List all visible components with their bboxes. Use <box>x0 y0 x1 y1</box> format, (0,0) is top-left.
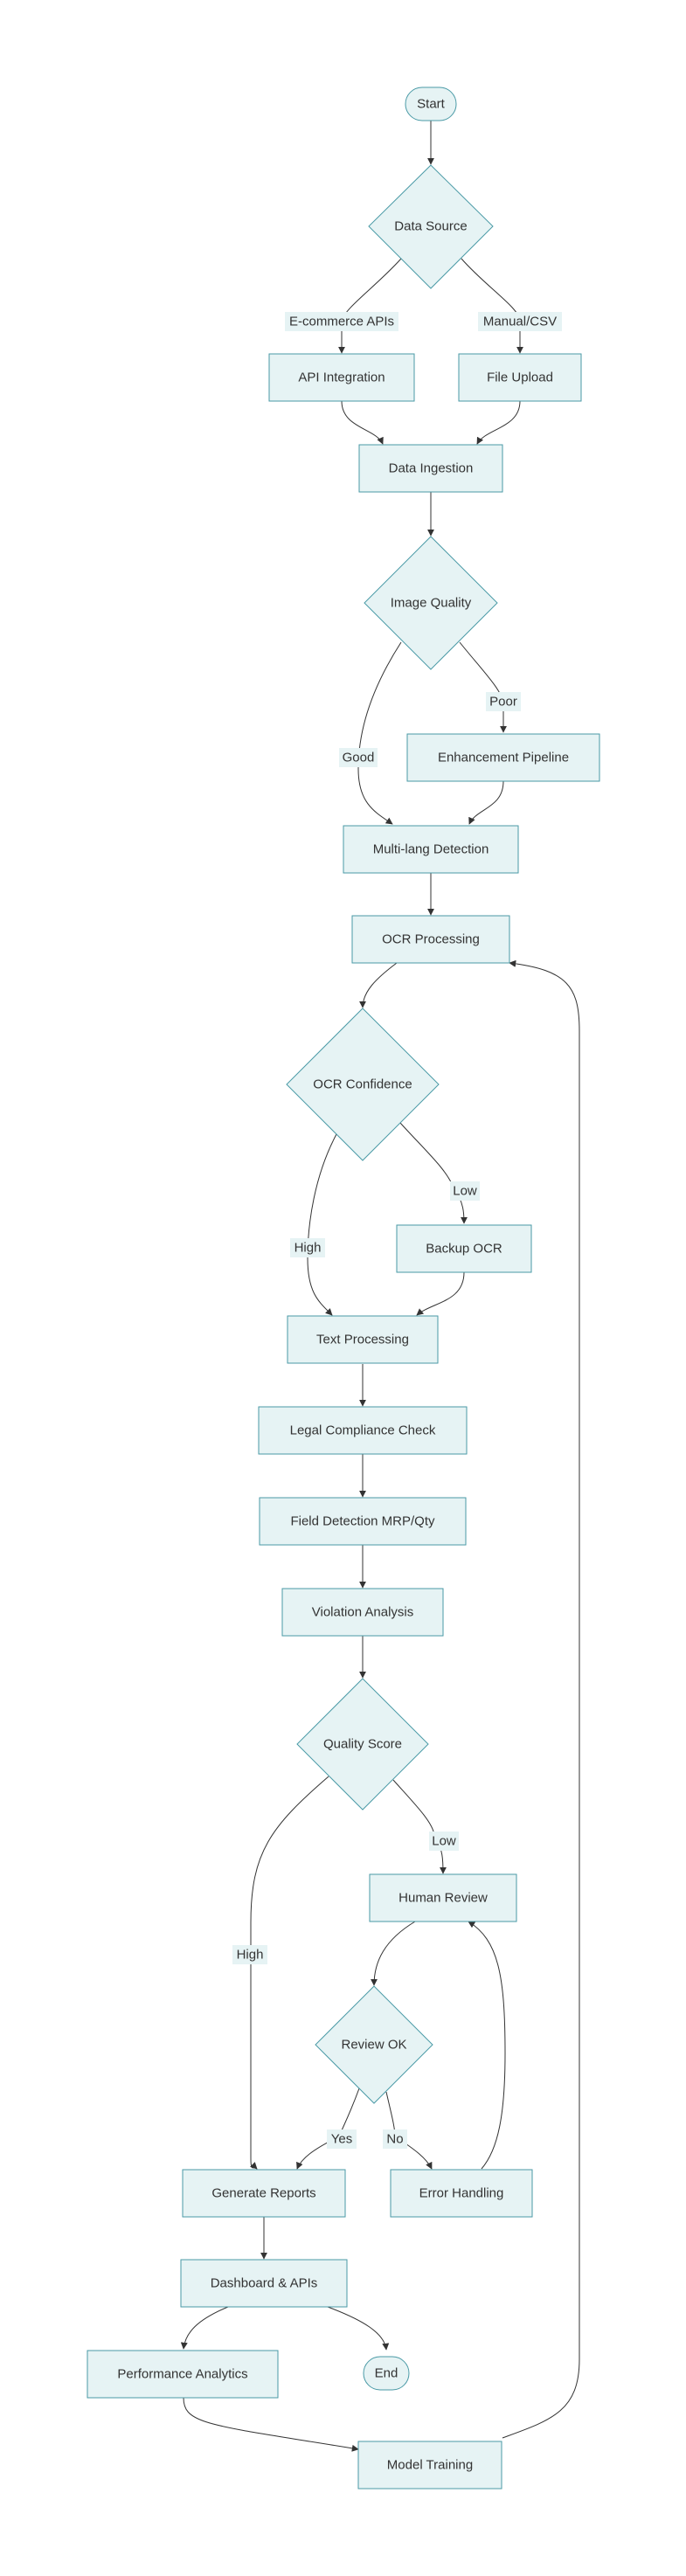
edge-enhancement-to-multilang <box>468 780 504 825</box>
svg-text:File Upload: File Upload <box>487 370 553 385</box>
svg-text:Dashboard & APIs: Dashboard & APIs <box>211 2276 318 2291</box>
svg-text:Good: Good <box>343 751 375 765</box>
svg-text:Error Handling: Error Handling <box>419 2186 504 2201</box>
node-ocr-processing[interactable]: OCR Processing <box>351 915 510 964</box>
edge-label-low-score: Low <box>429 1832 459 1851</box>
svg-text:No: No <box>386 2132 403 2147</box>
svg-text:Image Quality: Image Quality <box>391 596 472 611</box>
svg-text:Low: Low <box>432 1834 456 1849</box>
svg-text:Text Processing: Text Processing <box>316 1333 409 1347</box>
edge-label-yes: Yes <box>327 2129 357 2149</box>
node-field-detection[interactable]: Field Detection MRP/Qty <box>259 1497 467 1546</box>
edge-label-good: Good <box>339 748 378 767</box>
node-multi-lang-detection[interactable]: Multi-lang Detection <box>343 825 519 874</box>
node-backup-ocr[interactable]: Backup OCR <box>396 1224 532 1273</box>
svg-text:Field Detection MRP/Qty: Field Detection MRP/Qty <box>290 1514 435 1529</box>
edge-api-integration-to-data-ingestion <box>341 400 384 445</box>
edge-backup-ocr-to-text-processing <box>416 1271 465 1316</box>
node-violation-analysis[interactable]: Violation Analysis <box>281 1588 444 1637</box>
svg-text:Yes: Yes <box>331 2132 352 2147</box>
svg-text:E-commerce APIs: E-commerce APIs <box>289 315 394 329</box>
edge-dashboard-to-performance-analytics <box>180 2306 229 2350</box>
edge-image-quality-to-multilang <box>357 641 402 825</box>
edge-label-poor: Poor <box>486 692 521 711</box>
svg-text:End: End <box>375 2366 398 2381</box>
edge-error-handling-to-human-review <box>468 1921 506 2170</box>
node-data-source[interactable]: Data Source <box>368 164 494 289</box>
svg-text:Generate Reports: Generate Reports <box>211 2186 315 2201</box>
edge-ocr-confidence-to-text-processing <box>307 1133 337 1316</box>
svg-text:Review OK: Review OK <box>341 2038 406 2053</box>
node-start[interactable]: Start <box>405 87 457 121</box>
edge-dashboard-to-end <box>327 2306 390 2351</box>
svg-text:API Integration: API Integration <box>298 370 385 385</box>
edge-ocr-processing-to-ocr-confidence <box>359 962 398 1008</box>
edge-label-manual-csv: Manual/CSV <box>478 312 562 331</box>
edge-review-ok-yes-to-generate-reports <box>296 2088 360 2170</box>
node-file-upload[interactable]: File Upload <box>458 353 582 402</box>
node-review-ok[interactable]: Review OK <box>315 1985 433 2104</box>
svg-text:Start: Start <box>417 97 446 112</box>
svg-text:Low: Low <box>453 1184 477 1199</box>
svg-text:OCR Processing: OCR Processing <box>382 932 480 947</box>
edge-ocr-confidence-to-backup-ocr <box>399 1122 468 1224</box>
svg-text:Manual/CSV: Manual/CSV <box>483 315 557 329</box>
svg-text:Poor: Poor <box>489 695 517 710</box>
node-error-handling[interactable]: Error Handling <box>390 2169 533 2218</box>
svg-text:Backup OCR: Backup OCR <box>426 1242 502 1257</box>
svg-text:Data Ingestion: Data Ingestion <box>389 461 474 476</box>
node-model-training[interactable]: Model Training <box>357 2441 502 2489</box>
node-performance-analytics[interactable]: Performance Analytics <box>87 2350 279 2399</box>
edge-human-review-to-review-ok <box>371 1921 416 1986</box>
svg-text:High: High <box>294 1241 322 1256</box>
edge-model-training-to-ocr-processing <box>502 959 580 2439</box>
node-dashboard-apis[interactable]: Dashboard & APIs <box>180 2259 348 2308</box>
node-text-processing[interactable]: Text Processing <box>287 1315 439 1364</box>
svg-text:Multi-lang Detection: Multi-lang Detection <box>373 842 489 857</box>
svg-text:Quality Score: Quality Score <box>323 1737 402 1752</box>
svg-text:Enhancement Pipeline: Enhancement Pipeline <box>438 751 569 765</box>
node-enhancement-pipeline[interactable]: Enhancement Pipeline <box>406 733 600 782</box>
node-legal-compliance-check[interactable]: Legal Compliance Check <box>258 1406 468 1455</box>
edge-label-low-confidence: Low <box>450 1181 480 1201</box>
svg-text:OCR Confidence: OCR Confidence <box>313 1077 412 1092</box>
node-data-ingestion[interactable]: Data Ingestion <box>358 444 503 493</box>
edge-quality-score-to-generate-reports <box>250 1776 329 2170</box>
node-end[interactable]: End <box>363 2356 410 2391</box>
svg-text:Model Training: Model Training <box>387 2458 473 2473</box>
edge-data-source-to-file-upload <box>461 258 523 354</box>
edge-label-high-confidence: High <box>290 1238 325 1257</box>
svg-text:Violation Analysis: Violation Analysis <box>312 1605 413 1620</box>
edge-data-source-to-api-integration <box>338 258 402 354</box>
node-api-integration[interactable]: API Integration <box>268 353 415 402</box>
edge-label-ecommerce-apis: E-commerce APIs <box>285 312 398 331</box>
edge-label-no: No <box>383 2129 407 2149</box>
node-human-review[interactable]: Human Review <box>369 1873 517 1922</box>
svg-text:Data Source: Data Source <box>394 219 467 234</box>
svg-text:Legal Compliance Check: Legal Compliance Check <box>290 1423 436 1438</box>
node-generate-reports[interactable]: Generate Reports <box>182 2169 346 2218</box>
edge-performance-analytics-to-model-training <box>183 2397 359 2452</box>
edge-quality-score-to-human-review <box>392 1779 447 1874</box>
node-ocr-confidence[interactable]: OCR Confidence <box>286 1008 440 1161</box>
node-quality-score[interactable]: Quality Score <box>296 1678 429 1811</box>
edge-file-upload-to-data-ingestion <box>476 400 521 445</box>
svg-text:High: High <box>237 1948 264 1963</box>
node-image-quality[interactable]: Image Quality <box>364 536 498 670</box>
svg-text:Human Review: Human Review <box>398 1891 488 1906</box>
edge-image-quality-to-enhancement <box>459 641 507 733</box>
svg-text:Performance Analytics: Performance Analytics <box>117 2367 247 2382</box>
edge-label-high-score: High <box>232 1945 267 1964</box>
